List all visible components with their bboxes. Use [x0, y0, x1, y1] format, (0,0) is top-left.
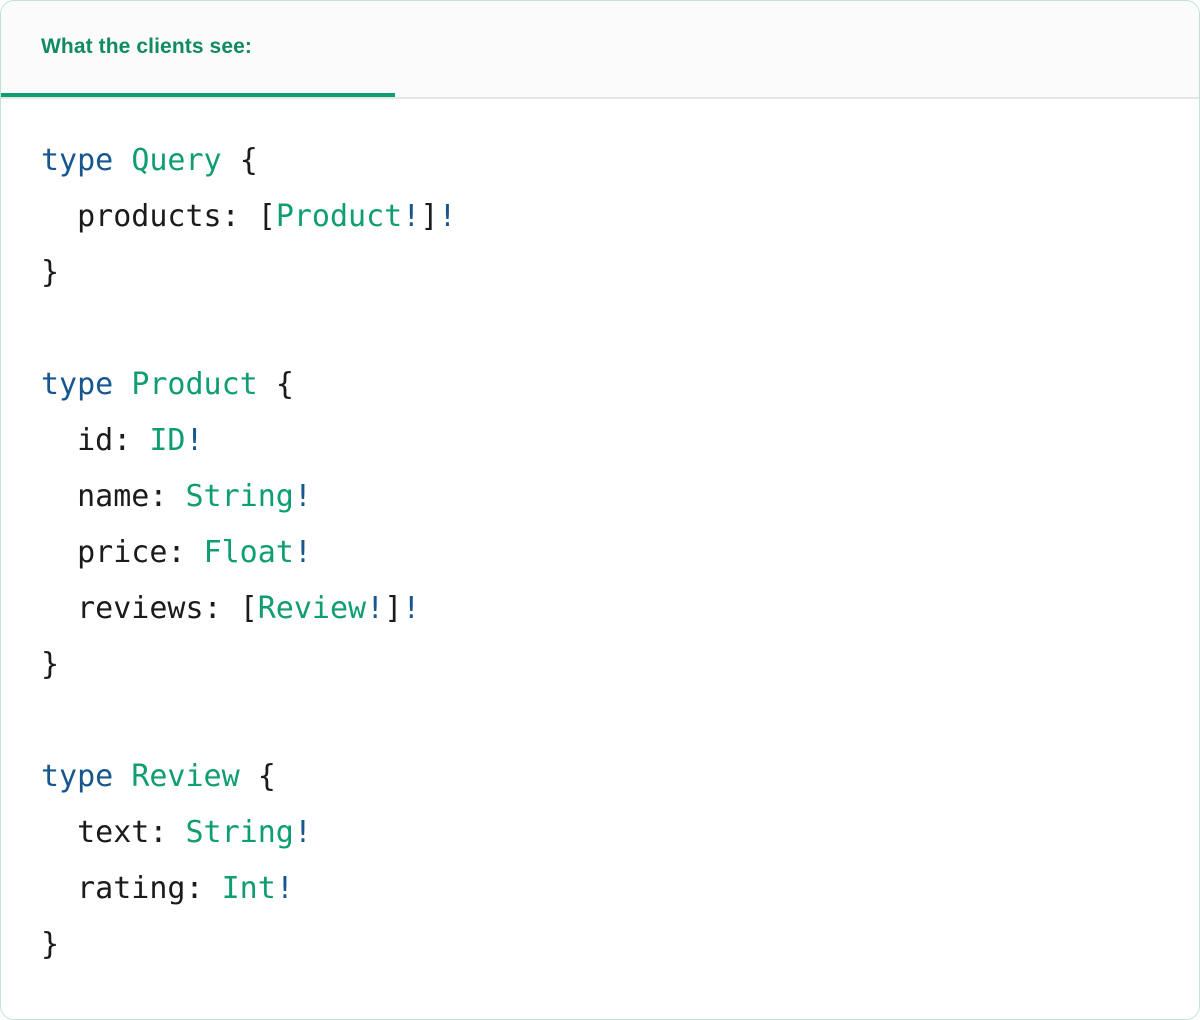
code-token-bang: !	[293, 535, 312, 570]
code-token-plain	[41, 591, 77, 626]
code-token-punct: }	[41, 927, 60, 962]
code-line: type Product {	[41, 367, 294, 402]
code-token-plain	[41, 815, 77, 850]
code-line: }	[41, 647, 59, 682]
code-token-punct: {	[275, 367, 294, 402]
code-line: text: String!	[41, 815, 312, 850]
code-token-punct: {	[239, 143, 258, 178]
code-line: rating: Int!	[41, 871, 294, 906]
code-token-bang: !	[185, 423, 204, 458]
code-token-bang: !	[438, 199, 457, 234]
code-line: name: String!	[41, 479, 312, 514]
code-line: id: ID!	[41, 423, 204, 458]
code-token-plain	[113, 759, 131, 794]
tab-bar: What the clients see:	[1, 1, 1199, 99]
code-panel: type Query { products: [Product!]! } typ…	[1, 99, 1199, 1019]
code-token-field: id	[77, 423, 114, 458]
code-root: type Query { products: [Product!]! } typ…	[41, 143, 456, 962]
code-token-plain	[41, 423, 77, 458]
code-token-field: rating	[77, 871, 186, 906]
code-token-punct: :	[221, 199, 258, 234]
code-line: price: Float!	[41, 535, 312, 570]
code-token-field: name	[77, 479, 150, 514]
code-line: type Review {	[41, 759, 276, 794]
graphql-schema-code: type Query { products: [Product!]! } typ…	[41, 133, 1159, 973]
code-token-typename: Product	[275, 199, 403, 234]
code-line: products: [Product!]!	[41, 199, 456, 234]
code-token-field: price	[77, 535, 168, 570]
code-token-plain	[41, 535, 77, 570]
code-token-punct: ]	[384, 591, 403, 626]
code-token-punct: :	[149, 479, 186, 514]
code-token-typename: Float	[203, 535, 294, 570]
code-token-bang: !	[293, 815, 312, 850]
code-token-punct: {	[257, 759, 276, 794]
code-token-punct: ]	[420, 199, 439, 234]
code-token-bang: !	[402, 591, 421, 626]
code-token-punct: :	[113, 423, 150, 458]
code-token-typename: Product	[131, 367, 258, 402]
code-token-typename: Review	[131, 759, 240, 794]
code-token-keyword: type	[41, 759, 114, 794]
code-token-punct: [	[257, 199, 276, 234]
code-token-plain	[41, 199, 77, 234]
code-token-plain	[41, 871, 77, 906]
code-token-plain	[240, 759, 258, 794]
code-token-punct: :	[203, 591, 240, 626]
code-token-plain	[113, 367, 131, 402]
code-line: }	[41, 255, 59, 290]
code-token-field: text	[77, 815, 150, 850]
code-token-punct: :	[185, 871, 222, 906]
code-token-keyword: type	[41, 367, 114, 402]
code-token-typename: String	[185, 479, 294, 514]
code-token-typename: Int	[221, 871, 276, 906]
code-token-bang: !	[366, 591, 385, 626]
code-token-field: reviews	[77, 591, 204, 626]
code-line: type Query {	[41, 143, 258, 178]
code-token-punct: [	[239, 591, 258, 626]
code-token-plain	[41, 479, 77, 514]
code-line: }	[41, 927, 59, 962]
code-line: reviews: [Review!]!	[41, 591, 420, 626]
code-token-plain	[258, 367, 276, 402]
code-token-typename: Review	[257, 591, 367, 626]
tab-what-the-clients-see[interactable]: What the clients see:	[1, 1, 395, 97]
code-token-typename: ID	[149, 423, 186, 458]
code-token-keyword: type	[41, 143, 114, 178]
code-token-plain	[113, 143, 131, 178]
code-token-typename: Query	[131, 143, 222, 178]
code-token-punct: :	[167, 535, 204, 570]
code-token-punct: }	[41, 255, 60, 290]
code-token-punct: }	[41, 647, 60, 682]
tab-label: What the clients see:	[41, 35, 252, 58]
code-token-bang: !	[402, 199, 421, 234]
code-token-punct: :	[149, 815, 186, 850]
code-token-field: products	[77, 199, 222, 234]
code-token-plain	[222, 143, 240, 178]
code-token-bang: !	[275, 871, 294, 906]
code-token-typename: String	[185, 815, 294, 850]
code-token-bang: !	[293, 479, 312, 514]
